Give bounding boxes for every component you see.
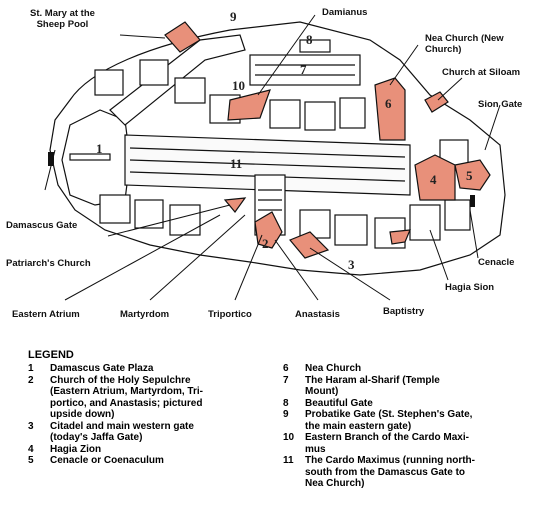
label-church-siloam: Church at Siloam [442, 67, 521, 78]
church-at-siloam [424, 91, 449, 113]
label-patriarchs-church: Patriarch's Church [6, 258, 91, 269]
legend-number: 3 [28, 420, 34, 432]
legend-text: Church of the Holy Sepulchre (Eastern At… [50, 374, 203, 421]
legend-right-column: 6 Nea Church 7 The Haram al-Sharif (Temple … [283, 363, 475, 490]
legend-number: 2 [28, 374, 34, 386]
legend-text: Damascus Gate Plaza [50, 363, 154, 374]
legend-number: 10 [283, 432, 295, 443]
legend-text: The Cardo Maximus (running north- south … [305, 455, 475, 489]
legend-left-column: 1 Damascus Gate Plaza 2 Church of the Holy … [28, 363, 203, 467]
map-number-11: 11 [230, 156, 242, 171]
legend-text: Hagia Zion [50, 443, 102, 455]
legend-number: 4 [28, 443, 34, 455]
map-number-4: 4 [430, 172, 437, 187]
label-nea-church: Nea Church (New Church) [425, 33, 504, 55]
legend-number: 9 [283, 409, 289, 420]
legend-number: 7 [283, 374, 289, 386]
legend-text: Probatike Gate (St. Stephen's Gate, the … [305, 409, 473, 432]
legend-text: Beautiful Gate [305, 397, 373, 409]
anastasis [254, 211, 283, 249]
legend-number: 6 [283, 363, 289, 374]
hagia-zion [414, 154, 456, 201]
legend-text: Eastern Branch of the Cardo Maxi- mus [305, 432, 469, 455]
misc-highlight [389, 229, 411, 245]
legend-item: 4 Hagia Zion [28, 444, 203, 456]
legend-title: LEGEND [28, 349, 74, 361]
legend-item: 9 Probatike Gate (St. Stephen's Gate, the… [283, 409, 475, 432]
label-baptistry: Baptistry [383, 306, 425, 317]
legend-item: 8 Beautiful Gate [283, 398, 475, 410]
legend-item: 3 Citadel and main western gate (today's … [28, 421, 203, 444]
label-triportico: Triportico [208, 309, 252, 320]
map-number-7: 7 [300, 62, 307, 77]
legend-item: 2 Church of the Holy Sepulchre (Eastern A… [28, 375, 203, 421]
map-number-1: 1 [96, 141, 103, 156]
map-number-3: 3 [348, 257, 355, 272]
legend-number: 11 [283, 455, 294, 466]
legend-item: 6 Nea Church [283, 363, 475, 375]
legend-number: 5 [28, 455, 34, 466]
label-damascus-gate: Damascus Gate [6, 220, 78, 231]
label-sion-gate: Sion Gate [478, 99, 523, 110]
st-mary-sheep-pool [164, 21, 201, 53]
legend-text: Citadel and main western gate (today's J… [50, 420, 194, 444]
cenacle-building [454, 159, 491, 191]
legend-item: 5 Cenacle or Coenaculum [28, 455, 203, 467]
patriarchs-church [223, 197, 247, 213]
damianus-church [227, 89, 271, 121]
legend-text: Cenacle or Coenaculum [50, 455, 164, 466]
label-hagia-sion: Hagia Sion [445, 282, 495, 293]
sion-gate-marker [470, 195, 475, 207]
legend-item: 11 The Cardo Maximus (running north- sout… [283, 455, 475, 490]
label-cenacle: Cenacle [478, 257, 515, 268]
label-anastasis: Anastasis [295, 309, 340, 320]
legend-item: 7 The Haram al-Sharif (Temple Mount) [283, 375, 475, 398]
map-number-5: 5 [466, 168, 473, 183]
legend-text: Nea Church [305, 363, 362, 374]
baptistry [289, 231, 330, 259]
map-number-9: 9 [230, 9, 237, 24]
legend-item: 1 Damascus Gate Plaza [28, 363, 203, 375]
label-eastern-atrium: Eastern Atrium [12, 309, 80, 320]
damascus-gate-marker [48, 152, 54, 166]
legend-item: 10 Eastern Branch of the Cardo Maxi- mus [283, 432, 475, 455]
map-number-8: 8 [306, 32, 313, 47]
legend-text: The Haram al-Sharif (Temple Mount) [305, 374, 440, 398]
label-martyrdom: Martyrdom [120, 309, 170, 320]
legend-number: 1 [28, 363, 34, 374]
label-damianus: Damianus [322, 7, 368, 18]
nea-church [374, 77, 406, 141]
label-st-mary: St. Mary at the Sheep Pool [30, 8, 95, 30]
map-number-2: 2 [262, 236, 269, 251]
map-number-10: 10 [232, 78, 245, 93]
legend-number: 8 [283, 397, 289, 409]
city-map: 1 2 3 4 5 6 7 8 9 10 11 [44, 9, 506, 301]
plaza-column [69, 153, 111, 161]
map-number-6: 6 [385, 96, 392, 111]
